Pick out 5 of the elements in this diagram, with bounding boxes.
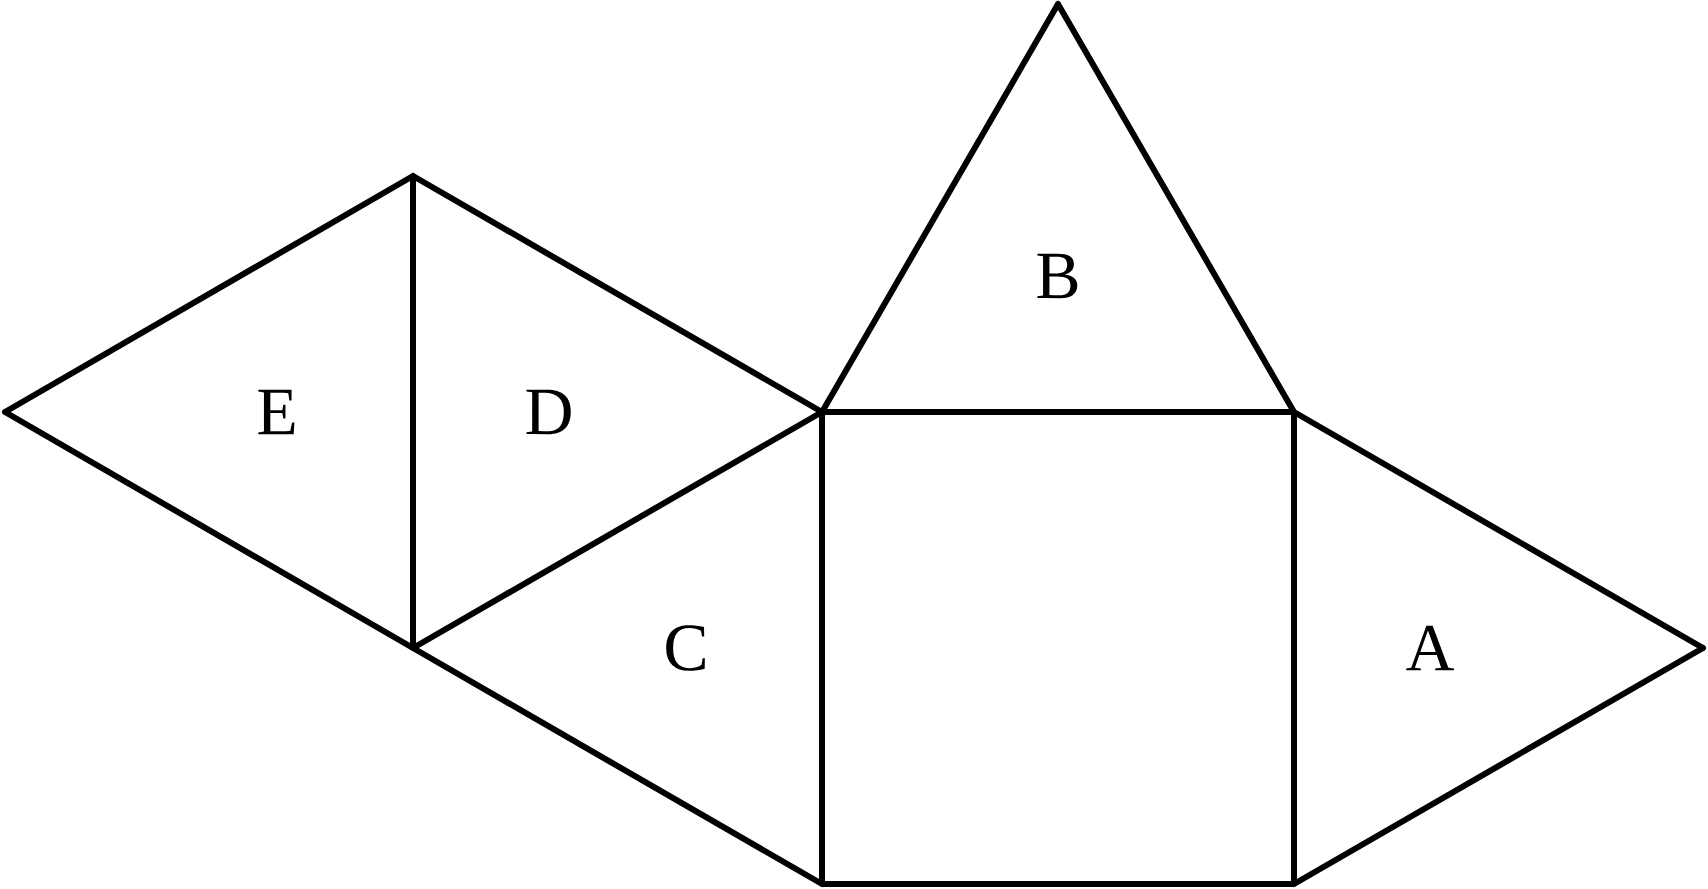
face-label: C [666,625,705,671]
face-label: D [526,389,571,435]
face-label: E [258,389,295,435]
face-label: A [1406,625,1454,671]
face-label: B [1037,253,1078,299]
